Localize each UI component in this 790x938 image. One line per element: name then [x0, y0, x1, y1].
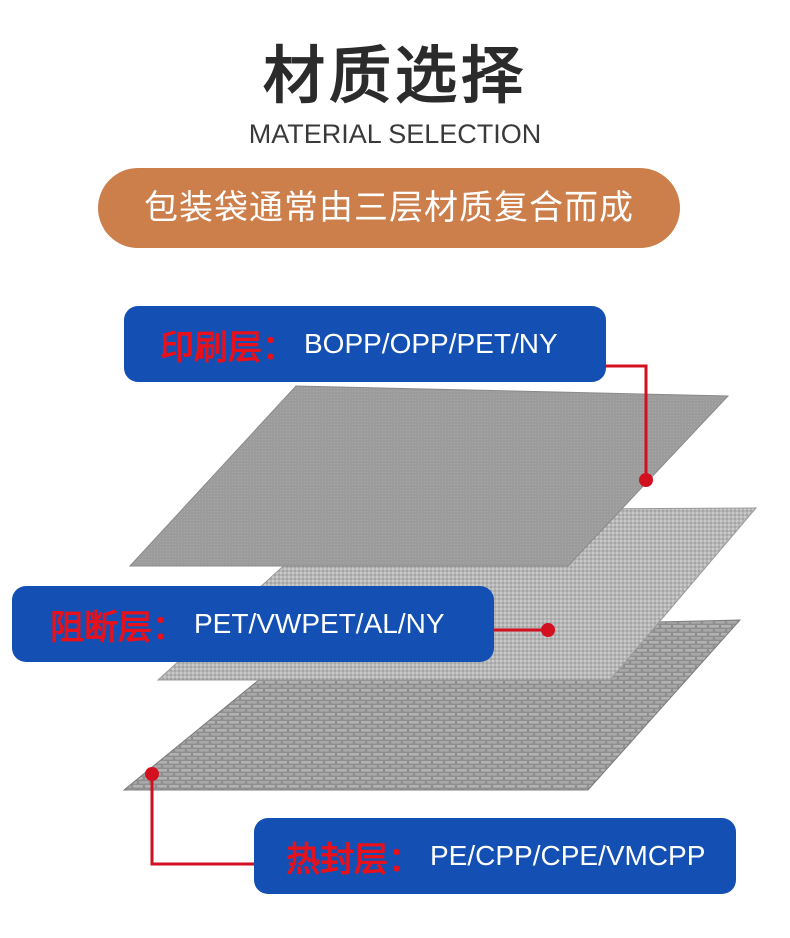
page-subtitle: MATERIAL SELECTION — [248, 119, 542, 149]
label-seal-layer: 热封层： PE/CPP/CPE/VMCPP — [254, 818, 736, 894]
label-separator: ： — [262, 327, 296, 368]
page-title: 材质选择 — [262, 39, 527, 112]
label-materials: BOPP/OPP/PET/NY — [304, 328, 558, 359]
label-print-layer: 印刷层： BOPP/OPP/PET/NY — [124, 306, 606, 382]
connector-print — [606, 364, 648, 480]
connector-dot-barrier — [541, 623, 555, 637]
connector-dot-print — [639, 473, 653, 487]
connector-seal — [150, 774, 254, 866]
label-materials: PET/VWPET/AL/NY — [194, 608, 445, 639]
sheet-print-layer — [128, 385, 730, 567]
label-materials: PE/CPP/CPE/VMCPP — [430, 840, 706, 871]
label-name: 印刷层 — [160, 327, 262, 368]
connector-dot-seal — [145, 767, 159, 781]
label-separator: ： — [152, 607, 186, 648]
intro-banner: 包装袋通常由三层材质复合而成 — [98, 168, 680, 248]
label-name: 热封层 — [286, 839, 388, 880]
label-separator: ： — [388, 839, 422, 880]
label-barrier-layer: 阻断层： PET/VWPET/AL/NY — [12, 586, 494, 662]
label-name: 阻断层 — [50, 607, 152, 648]
